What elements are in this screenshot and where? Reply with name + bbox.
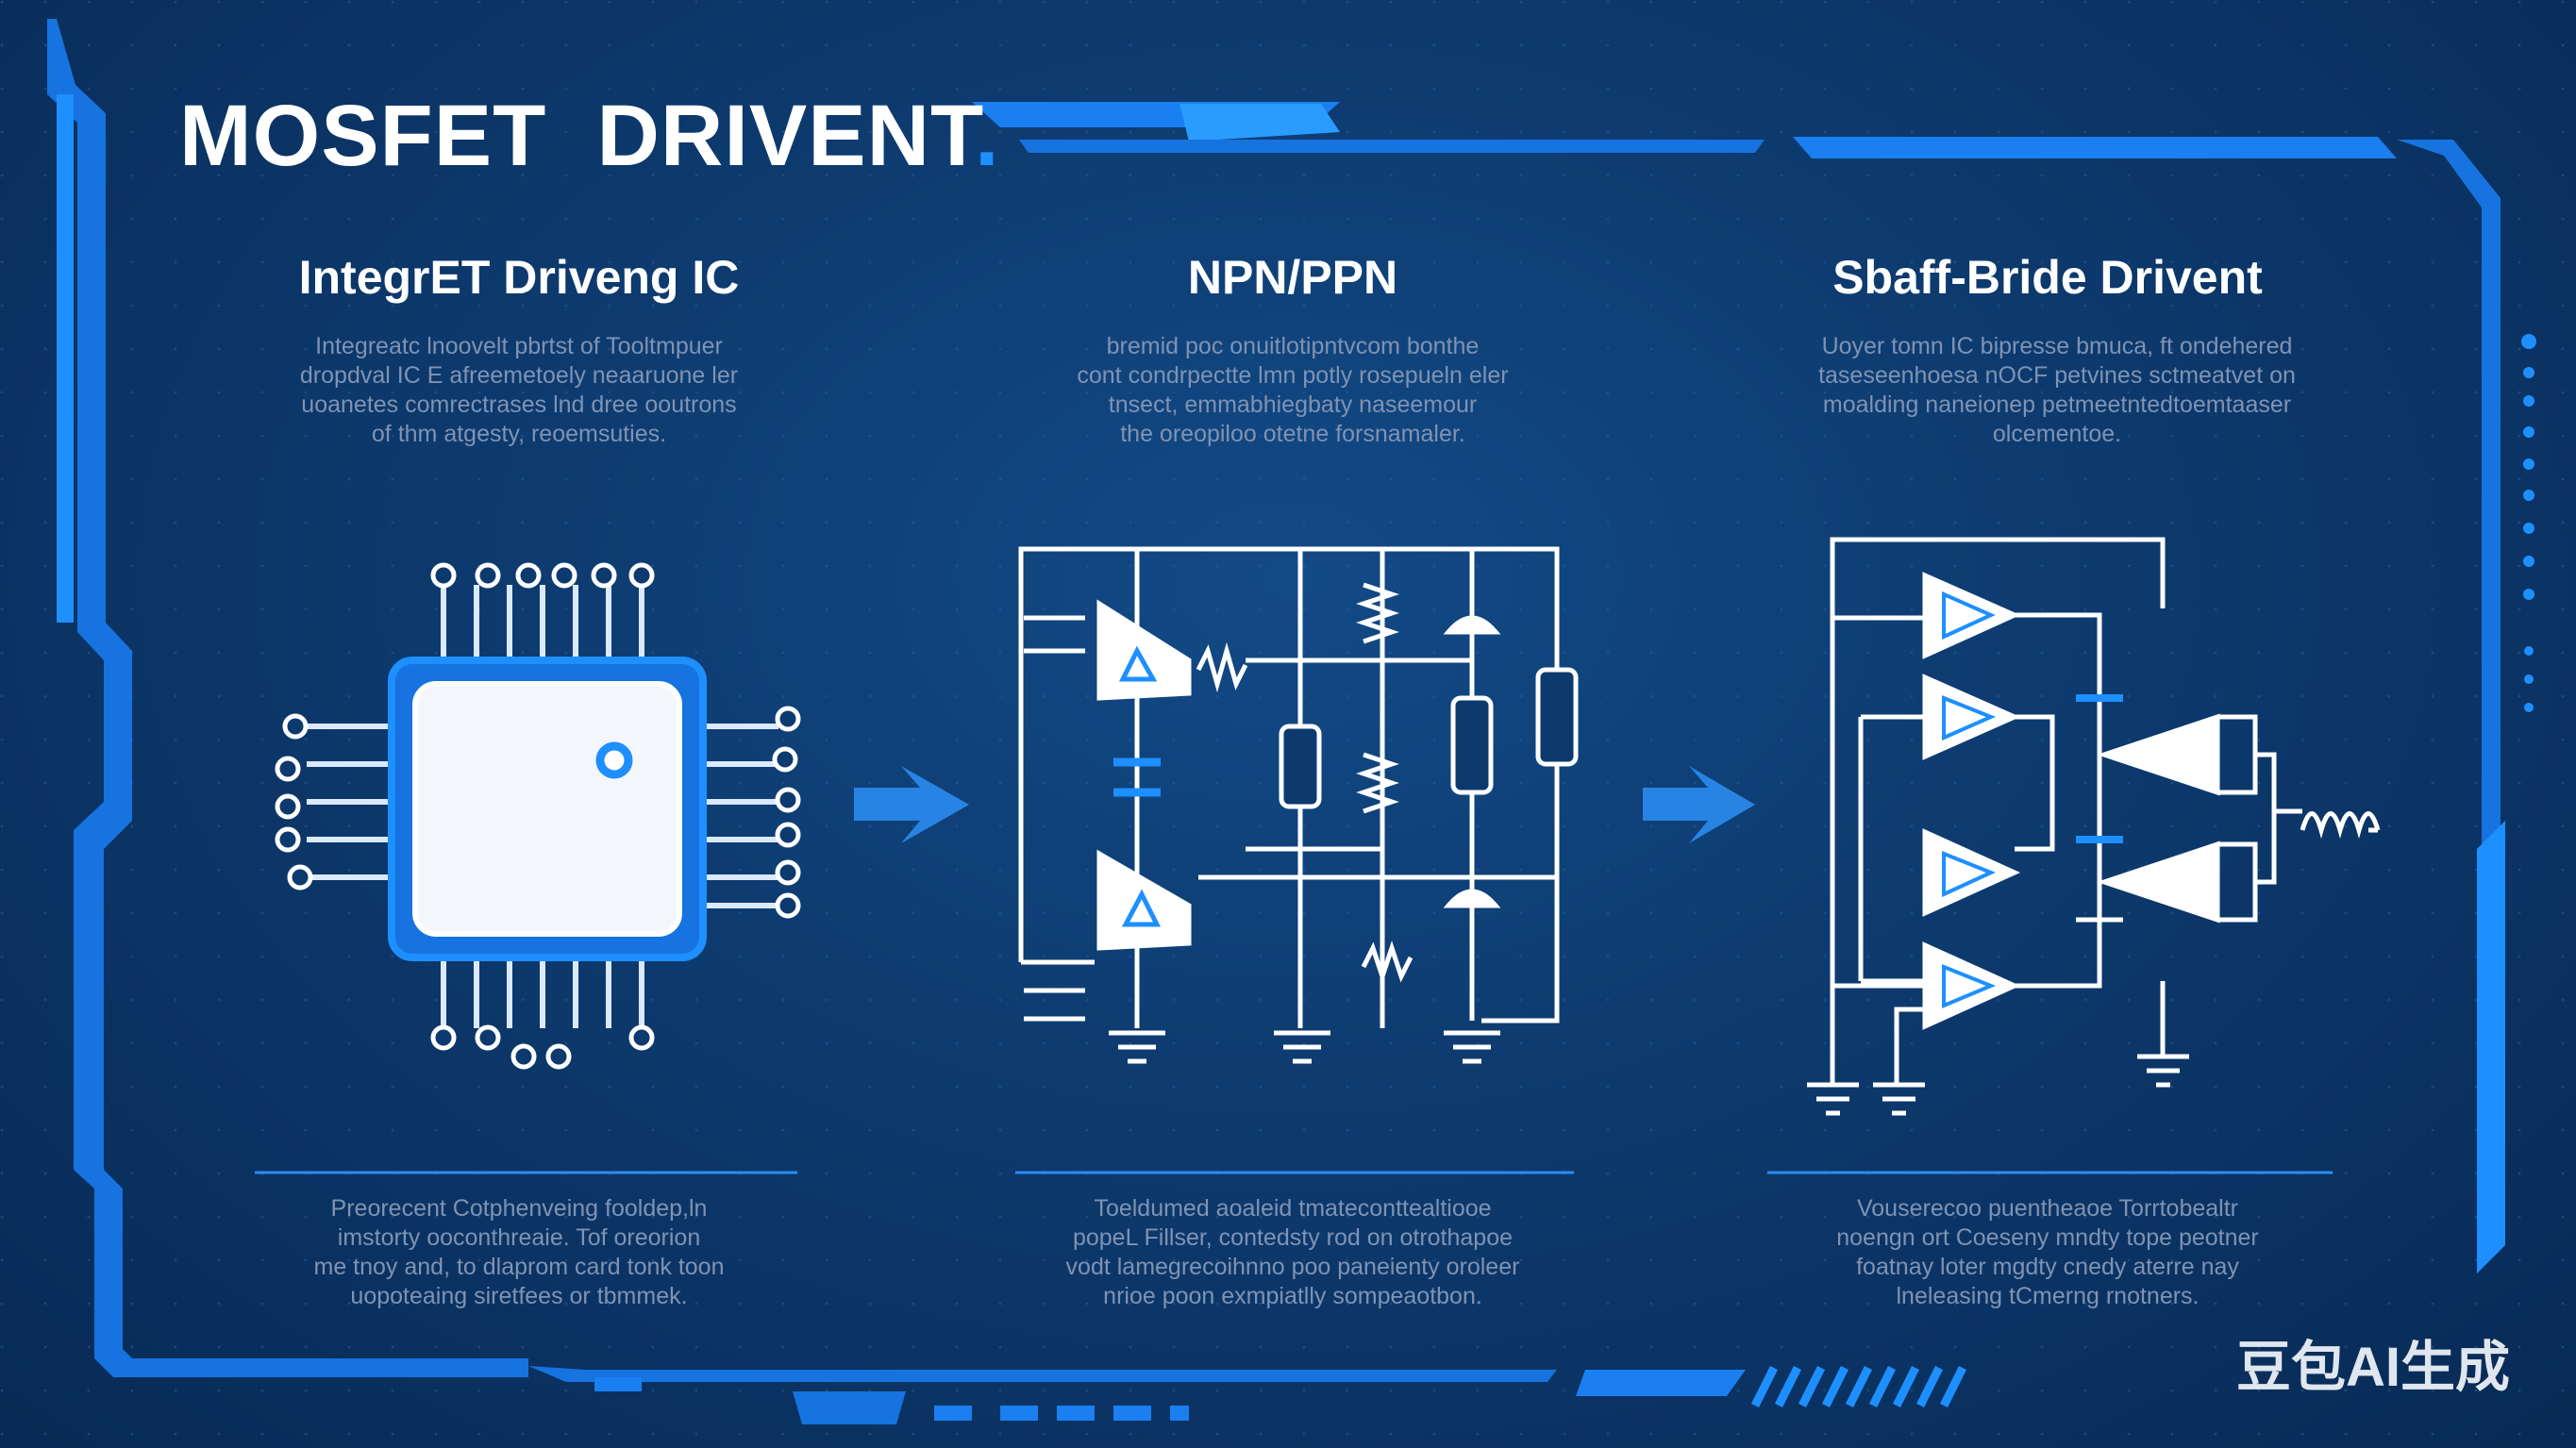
- section-description-integrated-ic: Integreatc lnoovelt pbrtst of Tooltmpuer…: [255, 332, 783, 449]
- text-line: bremid poc onuitlotipntvcom bonthe: [1106, 333, 1480, 359]
- chip-pins: [307, 585, 778, 1028]
- page-title: MOSFET DRIVENT.: [179, 87, 1000, 186]
- pin-circles: [275, 562, 801, 1070]
- pin1-marker: [595, 741, 633, 779]
- capacitor: [1450, 695, 1494, 795]
- text-line: cont condrpectte lmn potly rosepueln ele…: [1077, 362, 1509, 389]
- text-line: dropdval IC E afreemetoely neaaruone ler: [299, 362, 739, 389]
- ground-symbols: [1807, 1054, 2189, 1116]
- output-triangle: [2097, 841, 2220, 924]
- inductor-coil: [2300, 811, 2381, 840]
- capacitor: [1279, 724, 1322, 809]
- text-line: foatnay loter mgdty cnedy aterre nay: [1856, 1254, 2239, 1280]
- title-dot: .: [975, 88, 1000, 184]
- text-line: vodt lamegrecoihnno poo paneienty orolee…: [1065, 1254, 1520, 1280]
- text-line: uopoteaing siretfees or tbmmek.: [350, 1283, 688, 1309]
- section-heading-npn-ppn: NPN/PPN: [1187, 251, 1398, 304]
- text-line: imstorty ooconthreaie. Tof oreorion: [337, 1224, 701, 1251]
- text-line: tnsect, emmabhiegbaty naseemour: [1108, 391, 1478, 418]
- title-text: MOSFET DRIVENT: [179, 88, 976, 184]
- text-line: Uoyer tomn IC bipresse bmuca, ft ondeher…: [1821, 333, 2293, 359]
- section-heading-half-bridge: Sbaff-Bride Drivent: [1832, 251, 2263, 304]
- npn-ppn-circuit-diagram: [1018, 546, 1579, 1064]
- section-description-half-bridge: Uoyer tomn IC bipresse bmuca, ft ondeher…: [1765, 332, 2350, 449]
- flow-arrow-1: [854, 766, 969, 843]
- text-line: moalding naneionep petmeetntedtoemtaaser: [1822, 391, 2292, 418]
- resistor: [1356, 582, 1399, 644]
- hatch-stripes: [1750, 1365, 1967, 1408]
- text-line: nrioe poon exmpiatlly sompeaotbon.: [1103, 1283, 1482, 1309]
- text-line: lneleasing tCmerng rnotners.: [1896, 1283, 2200, 1309]
- text-line: Preorecent Cotphenveing fooldep,ln: [330, 1195, 708, 1222]
- chip-die: [412, 681, 682, 937]
- output-triangle: [2097, 713, 2220, 796]
- half-bridge-circuit-diagram: [1807, 537, 2381, 1116]
- resistor: [1361, 940, 1413, 984]
- text-line: uoanetes comrectrases lnd dree ooutrons: [301, 391, 737, 418]
- ic-chip-diagram: [275, 562, 801, 1070]
- decorative-frame: [47, 19, 2505, 1424]
- text-line: Toeldumed aoaleid tmateconttealtiooe: [1094, 1195, 1492, 1222]
- resistor: [1356, 752, 1399, 814]
- amplifier-1: [1096, 599, 1192, 701]
- side-dots: [2521, 334, 2536, 712]
- text-line: popeL Fillser, contedsty rod on otrothap…: [1072, 1224, 1514, 1251]
- text-line: noengn ort Coeseny mndty tope peotner: [1836, 1224, 2259, 1251]
- text-line: Integreatc lnoovelt pbrtst of Tooltmpuer: [315, 333, 723, 359]
- text-line: the oreopiloo otetne forsnamaler.: [1120, 421, 1465, 447]
- text-line: of thm atgesty, reoemsuties.: [371, 421, 667, 447]
- resistor: [1196, 641, 1248, 693]
- ground-symbols: [1109, 1030, 1500, 1064]
- flow-arrow-2: [1643, 766, 1755, 843]
- text-line: taseseenhoesa nOCF petvines sctmeatvet o…: [1818, 362, 2296, 389]
- section-heading-integrated-ic: IntegrET Driveng IC: [298, 251, 740, 304]
- watermark: 豆包AI生成: [2235, 1337, 2510, 1398]
- text-line: olcementoe.: [1992, 421, 2122, 447]
- capacitor: [1535, 667, 1579, 767]
- section-description-npn-ppn: bremid poc onuitlotipntvcom bonthe cont c…: [1029, 332, 1557, 449]
- text-line: Vouserecoo puentheaoe Torrtobealtr: [1856, 1195, 2238, 1222]
- text-line: me tnoy and, to dlaprom card tonk toon: [313, 1254, 725, 1280]
